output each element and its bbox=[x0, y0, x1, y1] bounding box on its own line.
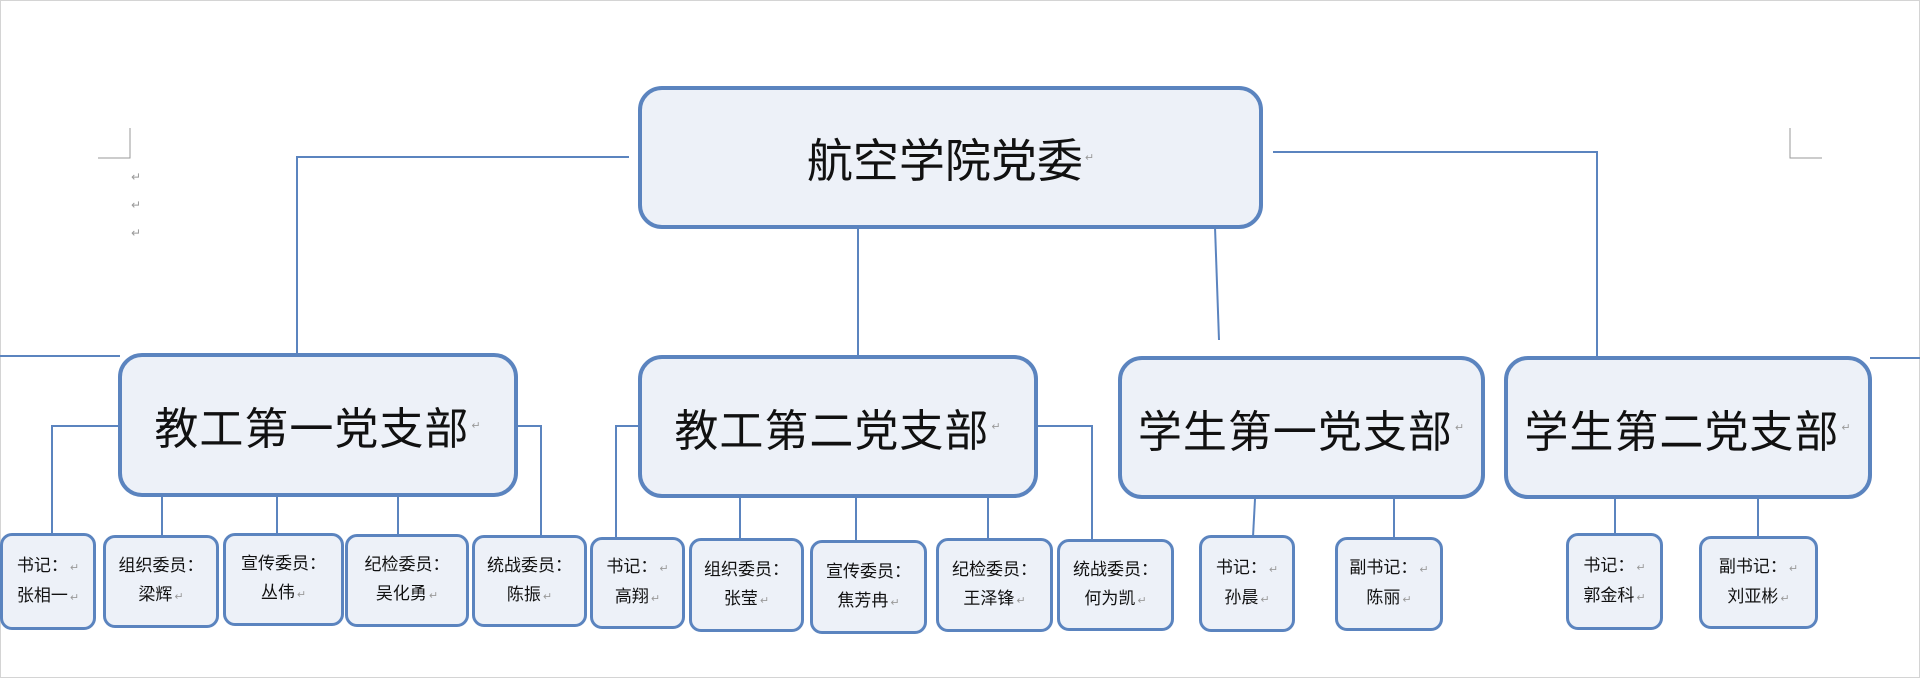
member-name: 刘亚彬 bbox=[1727, 586, 1779, 607]
connector-line bbox=[1273, 151, 1598, 356]
member-name: 陈丽 bbox=[1366, 588, 1401, 608]
member-role: 副书记： bbox=[1718, 556, 1787, 577]
member-name: 张莹 bbox=[723, 588, 758, 609]
member-node: 书记：↵ 张相一↵ bbox=[0, 533, 96, 630]
member-role: 统战委员： bbox=[1073, 559, 1158, 580]
member-node: 组织委员： 张莹↵ bbox=[689, 538, 804, 632]
branch-node: 学生第一党支部↵ bbox=[1118, 356, 1485, 499]
member-role: 组织委员： bbox=[118, 556, 204, 576]
paragraph-mark: ↵ bbox=[131, 198, 142, 212]
member-role: 副书记： bbox=[1349, 558, 1418, 578]
root-label: 航空学院党委 bbox=[806, 133, 1083, 188]
member-name: 王泽锋 bbox=[963, 588, 1015, 609]
member-node: 书记：↵ 郭金科↵ bbox=[1566, 533, 1663, 630]
branch-node: 教工第二党支部↵ bbox=[638, 355, 1038, 498]
paragraph-mark: ↵ bbox=[131, 170, 142, 184]
member-node: 宣传委员： 丛伟↵ bbox=[223, 533, 344, 626]
member-name: 孙晨 bbox=[1224, 587, 1259, 608]
member-role: 纪检委员： bbox=[364, 555, 450, 575]
member-name: 焦芳冉 bbox=[837, 590, 889, 611]
member-role: 统战委员： bbox=[487, 555, 572, 576]
member-role: 书记： bbox=[606, 557, 658, 577]
member-node: 组织委员： 梁辉↵ bbox=[103, 535, 219, 628]
member-node: 书记：↵ 孙晨↵ bbox=[1199, 535, 1295, 632]
member-role: 组织委员： bbox=[704, 559, 789, 580]
branch-label: 学生第二党支部 bbox=[1524, 406, 1840, 458]
member-node: 纪检委员： 吴化勇↵ bbox=[345, 534, 469, 627]
paragraph-mark: ↵ bbox=[131, 226, 142, 240]
member-name: 吴化勇 bbox=[375, 584, 427, 604]
member-node: 副书记：↵ 陈丽↵ bbox=[1335, 537, 1443, 631]
branch-label: 教工第一党支部 bbox=[154, 404, 470, 455]
member-name: 丛伟 bbox=[260, 583, 295, 603]
member-role: 宣传委员： bbox=[241, 554, 326, 574]
member-node: 书记：↵ 高翔↵ bbox=[590, 537, 685, 629]
member-name: 梁辉 bbox=[138, 585, 173, 605]
connector-line bbox=[517, 425, 542, 537]
member-role: 纪检委员： bbox=[952, 559, 1037, 580]
member-node: 纪检委员： 王泽锋↵ bbox=[936, 538, 1053, 632]
connector-line bbox=[1252, 498, 1256, 538]
member-name: 高翔 bbox=[614, 587, 649, 607]
member-role: 书记： bbox=[1215, 557, 1267, 578]
member-node: 宣传委员： 焦芳冉↵ bbox=[810, 540, 927, 634]
connector-line bbox=[1036, 425, 1093, 541]
page-corner-mark bbox=[98, 128, 131, 159]
member-name: 郭金科 bbox=[1583, 585, 1635, 606]
member-role: 宣传委员： bbox=[826, 561, 911, 582]
member-name: 何为凯 bbox=[1084, 588, 1136, 609]
connector-line bbox=[51, 425, 118, 536]
page-corner-mark bbox=[1789, 128, 1822, 159]
connector-line bbox=[296, 156, 629, 356]
branch-node: 教工第一党支部↵ bbox=[118, 353, 518, 497]
member-role: 书记： bbox=[16, 555, 68, 576]
branch-node: 学生第二党支部↵ bbox=[1504, 356, 1872, 499]
member-node: 统战委员： 陈振↵ bbox=[472, 535, 587, 627]
connector-line bbox=[615, 425, 638, 538]
root-node: 航空学院党委↵ bbox=[638, 86, 1263, 229]
member-name: 陈振 bbox=[506, 584, 541, 605]
member-node: 统战委员： 何为凯↵ bbox=[1057, 539, 1174, 631]
connector-line bbox=[1214, 226, 1220, 341]
member-name: 张相一 bbox=[16, 585, 68, 606]
branch-label: 学生第一党支部 bbox=[1137, 406, 1453, 458]
member-node: 副书记：↵ 刘亚彬↵ bbox=[1699, 536, 1818, 629]
branch-label: 教工第二党支部 bbox=[674, 405, 990, 457]
member-role: 书记： bbox=[1583, 555, 1635, 576]
